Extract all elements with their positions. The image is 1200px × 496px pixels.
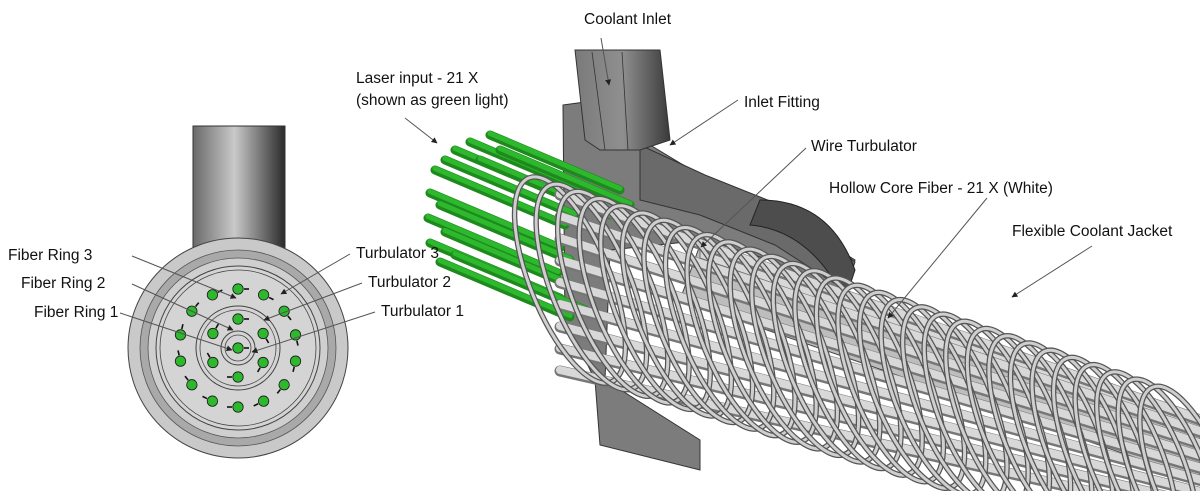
turbulator-coil-highlight (1116, 377, 1200, 496)
fiber-spacer-mark (292, 366, 295, 373)
leader-hollow-core-fiber (887, 197, 988, 319)
leader-turbulator-3 (280, 253, 351, 295)
wire-turbulator-coils (511, 174, 1200, 496)
turbulator-2-ring (195, 305, 281, 391)
isometric-view (423, 49, 1200, 496)
ring-2-fiber (174, 329, 187, 341)
label-turbulator-2: Turbulator 2 (368, 274, 451, 291)
label-fiber-ring-3: Fiber Ring 3 (8, 247, 93, 264)
laser-rod-highlight (497, 146, 633, 206)
turbulator-2-inner (199, 309, 277, 387)
label-coolant-inlet: Coolant Inlet (584, 11, 672, 28)
laser-rod-highlight (487, 131, 623, 191)
label-inlet-fitting: Inlet Fitting (744, 94, 820, 111)
label-laser-input-line2: (shown as green light) (356, 92, 509, 109)
coolant-inlet-pipe (574, 49, 671, 151)
leader-inlet-fitting (669, 99, 739, 146)
end-view (127, 125, 349, 459)
leader-flexible-coolant-jacket (1011, 245, 1093, 298)
fiber-spacer-mark (276, 388, 282, 394)
fiber-spacer-mark (253, 403, 259, 407)
turbulator-coil-highlight (1052, 355, 1157, 496)
label-turbulator-3: Turbulator 3 (356, 245, 439, 262)
leader-fiber-ring-2 (131, 283, 234, 331)
fiber-spacer-mark (256, 367, 261, 373)
fiber-spacer-mark (202, 395, 208, 400)
ring-1-fiber (207, 327, 219, 340)
fiber-spacer-mark (265, 338, 270, 344)
ring-1-fiber (207, 356, 219, 369)
fiber-spacer-mark (184, 375, 189, 381)
laser-rod-highlight (442, 228, 578, 288)
laser-rod-highlight (442, 156, 578, 216)
ring-2-fiber (257, 395, 270, 407)
leader-coolant-inlet (600, 37, 612, 86)
turbulator-coil-highlight (1095, 370, 1200, 496)
laser-rod-highlight (432, 166, 568, 226)
turbulator-3-inner (159, 269, 317, 427)
label-fiber-ring-1: Fiber Ring 1 (34, 304, 119, 321)
ring-2-fiber (174, 355, 187, 367)
ring-1-fiber (257, 327, 269, 340)
fiber-spacer-mark (296, 340, 299, 346)
ring-2-fiber (289, 355, 302, 367)
ring-2-fiber (232, 401, 244, 413)
hollow-core-fiber-highlight (556, 278, 1200, 472)
laser-rod-highlight (437, 258, 573, 318)
leader-laser-input (404, 117, 438, 144)
laser-rod-highlight (425, 214, 561, 274)
fiber-spacer-mark (206, 352, 211, 358)
label-turbulator-1: Turbulator 1 (381, 303, 464, 320)
ring-2-fiber (278, 379, 290, 391)
label-fiber-ring-2: Fiber Ring 2 (21, 275, 106, 292)
leader-turbulator-2 (263, 282, 363, 321)
fiber-spacer-mark (177, 350, 180, 356)
ring-2-fiber (257, 289, 270, 301)
ring-1-fiber (257, 356, 269, 369)
label-laser-input-line1: Laser input - 21 X (356, 70, 479, 87)
fiber-spacer-mark (268, 296, 274, 301)
ring-2-fiber (206, 395, 219, 407)
center-fiber (232, 342, 244, 354)
ring-2-fiber (206, 289, 219, 301)
leader-fiber-ring-1 (119, 312, 233, 352)
label-wire-turbulator: Wire Turbulator (811, 138, 917, 155)
leader-turbulator-1 (251, 311, 376, 354)
laser-rod-highlight (437, 201, 573, 261)
label-hollow-core-fiber: Hollow Core Fiber - 21 X (White) (829, 180, 1053, 197)
ring-2-fiber (186, 379, 198, 391)
label-flexible-coolant-jacket: Flexible Coolant Jacket (1012, 223, 1173, 240)
ring-2-fiber (232, 283, 244, 295)
fiber-spacer-mark (215, 323, 220, 329)
turbulator-coil-highlight (1073, 363, 1179, 496)
leader-lines (119, 37, 1093, 354)
fiber-spacer-mark (194, 302, 200, 308)
leader-fiber-ring-3 (131, 255, 237, 299)
ring-1-fiber (232, 371, 244, 383)
fiber-spacer-mark (287, 315, 292, 321)
laser-rod-highlight (452, 251, 588, 311)
ring-1-fiber (232, 313, 244, 325)
leader-wire-turbulator (700, 147, 807, 248)
end-view-inlet-pipe (192, 125, 286, 257)
fiber-spacer-mark (181, 323, 184, 330)
